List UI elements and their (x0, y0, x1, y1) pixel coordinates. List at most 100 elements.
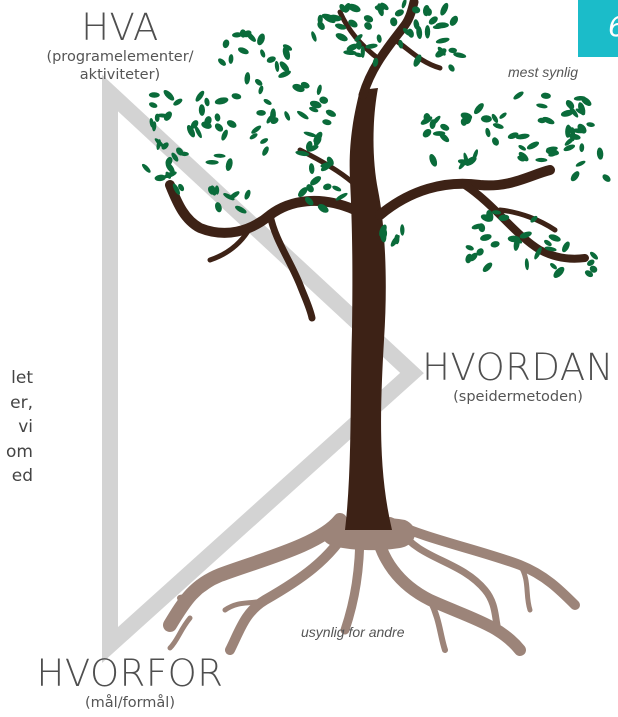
leaf (148, 102, 158, 108)
leaf (480, 234, 492, 241)
leaf (530, 215, 538, 223)
leaf (311, 31, 317, 42)
leaf (258, 85, 264, 95)
page-number-badge: 6 (578, 0, 618, 57)
leaf (354, 34, 363, 42)
leaf (310, 176, 322, 186)
leaf (257, 33, 265, 46)
leaf (413, 54, 422, 67)
leaf (429, 154, 438, 167)
leaf (232, 32, 243, 38)
leaf (486, 210, 494, 222)
triangle-outline (102, 74, 424, 663)
leaf (560, 109, 574, 117)
leaf (238, 47, 249, 55)
leaf (513, 91, 524, 100)
leaf (589, 251, 599, 260)
leaf (575, 160, 586, 167)
cut-fragment-4: om (6, 441, 33, 462)
leaf (400, 224, 405, 236)
leaf (354, 52, 363, 58)
leaf (534, 246, 542, 260)
leaf (339, 3, 347, 13)
leaf (596, 147, 604, 160)
leaf (424, 25, 431, 39)
leaf (222, 39, 230, 49)
leaf (518, 151, 529, 162)
label-hvorfor: HVORFOR (mål/formål) (30, 654, 230, 712)
leaf (411, 6, 421, 14)
leaf (428, 16, 438, 25)
cut-fragment-5: ed (11, 466, 33, 486)
leaf (515, 133, 530, 140)
leaf (309, 100, 322, 109)
leaf (491, 210, 502, 215)
leaf (491, 113, 499, 123)
leaf (207, 186, 215, 195)
leaf (156, 113, 171, 118)
leaf (545, 148, 559, 156)
leaf (270, 108, 276, 122)
leaf (535, 157, 548, 163)
leaf (519, 231, 532, 239)
note-most-visible: mest synlig (508, 64, 578, 80)
leaf (402, 27, 412, 37)
label-hvorfor-title: HVORFOR (36, 652, 224, 695)
leaf (343, 50, 357, 56)
leaf (490, 241, 500, 248)
leaf (478, 223, 486, 233)
leaf (201, 121, 212, 129)
leaf (319, 96, 329, 104)
leaf (323, 183, 332, 191)
leaf (231, 93, 242, 100)
leaf (602, 174, 611, 182)
leaf (214, 123, 224, 132)
leaf (223, 193, 235, 201)
leaf (526, 141, 540, 150)
leaf (577, 123, 587, 134)
leaf (513, 237, 520, 251)
leaf (165, 171, 172, 179)
leaf (518, 144, 527, 151)
page-number: 6 (608, 10, 618, 43)
leaf (260, 138, 269, 144)
leaf (348, 19, 358, 28)
leaf (482, 262, 493, 272)
leaf (165, 162, 175, 174)
leaf (364, 22, 372, 30)
leaf (564, 136, 575, 146)
leaf (379, 224, 387, 237)
leaf (322, 119, 332, 126)
leaf (204, 97, 210, 107)
cut-fragment-1: let (11, 368, 33, 388)
leaf (260, 49, 266, 58)
leaf (214, 113, 221, 122)
leaf (390, 234, 400, 247)
leaf (173, 98, 183, 106)
leaf (178, 183, 185, 192)
leaf (465, 156, 477, 166)
leaf (148, 92, 160, 98)
leaf (278, 70, 291, 78)
leaf (498, 214, 510, 222)
leaf (485, 127, 491, 138)
leaf (544, 239, 552, 247)
leaf (568, 133, 581, 140)
leaf (284, 111, 291, 121)
leaf (317, 14, 323, 25)
leaf (432, 24, 444, 30)
leaf (190, 120, 199, 129)
leaf (306, 144, 319, 152)
leaf (580, 96, 592, 107)
cut-fragment-2: er, (10, 392, 33, 413)
leaf (266, 56, 276, 63)
leaf (548, 234, 561, 242)
leaf (394, 9, 404, 17)
leaf (480, 115, 492, 123)
label-hvordan-title: HVORDAN (422, 346, 614, 389)
leaf (325, 109, 337, 117)
leaf (321, 13, 335, 21)
leaf (431, 115, 441, 126)
leaf (570, 171, 580, 182)
